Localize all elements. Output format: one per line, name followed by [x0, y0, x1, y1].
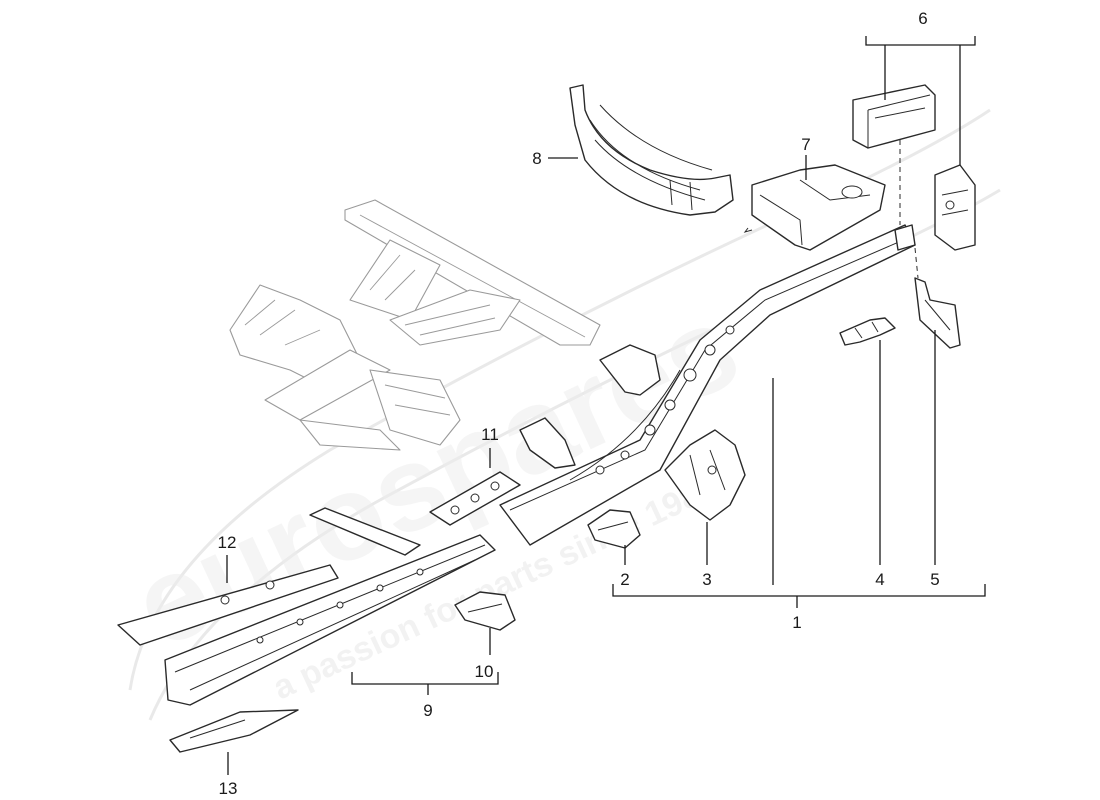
callout-13: 13 — [219, 779, 238, 798]
callout-6: 6 — [918, 9, 927, 28]
callout-1: 1 — [792, 613, 801, 632]
part-4-clip — [839, 317, 896, 346]
callout-12: 12 — [218, 533, 237, 552]
callout-11: 11 — [481, 425, 499, 444]
callout-3: 3 — [702, 570, 711, 589]
ghost-crossmember — [229, 199, 601, 451]
part-2-clip — [587, 509, 641, 549]
leader-6-bracket — [865, 36, 976, 46]
part-1-main-rail — [499, 224, 916, 546]
callouts: 6 7 8 11 12 2 3 4 5 1 10 9 13 — [218, 9, 940, 798]
part-5-bracket — [914, 277, 961, 349]
leader-1-bracket — [612, 584, 986, 597]
part-rear-bracket — [934, 164, 976, 251]
part-11-plate — [429, 471, 521, 526]
callout-4: 4 — [875, 570, 884, 589]
part-3-bracket — [664, 429, 746, 521]
callout-5: 5 — [930, 570, 939, 589]
callout-9: 9 — [423, 701, 432, 720]
rail-support-brackets — [519, 344, 661, 469]
watermark-swoosh — [128, 108, 991, 691]
part-10-clip — [454, 591, 516, 631]
part-13-front-plate — [169, 709, 299, 753]
callout-10: 10 — [475, 662, 494, 681]
part-7-floor-bracket — [743, 164, 886, 251]
part-9-front-rail — [164, 507, 496, 706]
part-12-floor-plate — [117, 564, 339, 646]
callout-2: 2 — [620, 570, 629, 589]
leader-lines — [226, 36, 986, 775]
callout-7: 7 — [801, 135, 810, 154]
part-6-channel — [852, 84, 936, 149]
leader-9-bracket — [351, 672, 499, 685]
callout-8: 8 — [532, 149, 541, 168]
part-8-arch-panel — [569, 84, 734, 216]
